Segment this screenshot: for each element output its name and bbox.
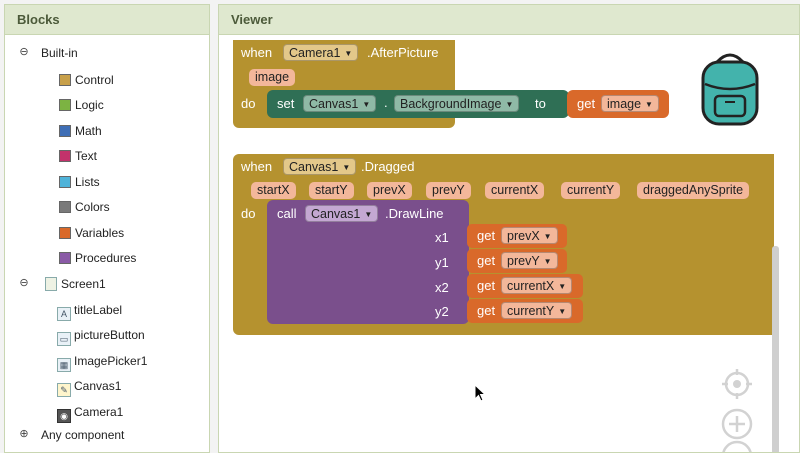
blocks-panel: Blocks ⊖ Built-in Control Logic Math Tex… [4, 4, 210, 453]
variable-dropdown[interactable]: currentX▼ [501, 277, 573, 294]
call-block-drawline[interactable]: call Canvas1▼ .DrawLine x1 y1 x2 y2 [267, 200, 469, 324]
event-param[interactable]: startX [251, 182, 296, 199]
builtin-label: Built-in [41, 46, 78, 60]
backpack-icon[interactable] [697, 48, 763, 128]
event-param-image[interactable]: image [249, 69, 296, 86]
event-param[interactable]: prevY [426, 182, 471, 199]
screen-icon [45, 277, 57, 291]
procedures-swatch-icon [59, 252, 71, 264]
component-dropdown[interactable]: Canvas1▼ [283, 158, 357, 175]
lists-swatch-icon [59, 176, 71, 188]
drawer-variables[interactable]: Variables [59, 223, 124, 243]
get-block-currenty[interactable]: get currentY▼ [467, 299, 583, 323]
camera-icon: ◉ [57, 409, 71, 423]
variable-dropdown[interactable]: prevX▼ [501, 227, 558, 244]
chevron-down-icon: ▼ [344, 49, 353, 58]
drawer-control[interactable]: Control [59, 70, 114, 90]
blocks-workspace[interactable]: when Camera1▼ .AfterPicture image do set… [219, 36, 799, 453]
component-dropdown[interactable]: Canvas1▼ [305, 205, 379, 222]
chevron-down-icon: ▼ [645, 100, 653, 109]
expand-icon[interactable]: ⊕ [19, 428, 29, 440]
control-swatch-icon [59, 74, 71, 86]
chevron-down-icon: ▼ [364, 210, 373, 219]
chevron-down-icon: ▼ [543, 257, 552, 266]
drawer-logic[interactable]: Logic [59, 95, 104, 115]
workspace-scrollbar[interactable] [772, 246, 779, 452]
event-param[interactable]: currentX [485, 182, 545, 199]
logic-swatch-icon [59, 99, 71, 111]
variable-dropdown[interactable]: prevY▼ [501, 252, 558, 269]
drawer-colors[interactable]: Colors [59, 197, 110, 217]
text-swatch-icon [59, 150, 71, 162]
canvas-icon: ✎ [57, 383, 71, 397]
drawer-lists[interactable]: Lists [59, 172, 100, 192]
image-picker-icon: ▦ [57, 358, 71, 372]
drawer-text[interactable]: Text [59, 146, 97, 166]
zoom-in-icon[interactable] [721, 408, 753, 440]
get-block-currentx[interactable]: get currentX▼ [467, 274, 583, 298]
set-block[interactable]: set Canvas1▼ . BackgroundImage▼ to [267, 90, 569, 118]
drawer-procedures[interactable]: Procedures [59, 248, 136, 268]
label-icon: A [57, 307, 71, 321]
blocks-panel-title: Blocks [5, 5, 209, 35]
event-param[interactable]: startY [309, 182, 354, 199]
variable-dropdown[interactable]: currentY▼ [501, 302, 573, 319]
component-camera1[interactable]: ◉Camera1 [57, 402, 123, 423]
event-param[interactable]: currentY [561, 182, 621, 199]
variables-swatch-icon [59, 227, 71, 239]
get-block-prevx[interactable]: get prevX▼ [467, 224, 567, 248]
math-swatch-icon [59, 125, 71, 137]
property-dropdown[interactable]: BackgroundImage▼ [394, 95, 520, 112]
event-param[interactable]: draggedAnySprite [637, 182, 750, 199]
button-icon: ▭ [57, 332, 71, 346]
collapse-icon[interactable]: ⊖ [19, 46, 29, 58]
component-canvas1[interactable]: ✎Canvas1 [57, 376, 121, 397]
component-imagepicker1[interactable]: ▦ImagePicker1 [57, 351, 147, 372]
collapse-icon[interactable]: ⊖ [19, 277, 29, 289]
zoom-out-icon[interactable] [721, 440, 753, 453]
chevron-down-icon: ▼ [505, 100, 514, 109]
viewer-panel: Viewer when Camera1▼ .AfterPicture image… [218, 4, 800, 453]
drawer-math[interactable]: Math [59, 121, 102, 141]
chevron-down-icon: ▼ [558, 282, 567, 291]
get-block-image[interactable]: get image▼ [567, 90, 669, 118]
get-block-prevy[interactable]: get prevY▼ [467, 249, 567, 273]
component-dropdown[interactable]: Camera1▼ [283, 44, 359, 61]
chevron-down-icon: ▼ [543, 232, 552, 241]
component-picturebutton[interactable]: ▭pictureButton [57, 325, 145, 346]
chevron-down-icon: ▼ [342, 163, 351, 172]
variable-dropdown[interactable]: image▼ [601, 95, 659, 112]
mouse-cursor-icon [474, 384, 486, 402]
viewer-title: Viewer [219, 5, 799, 35]
colors-swatch-icon [59, 201, 71, 213]
event-param[interactable]: prevX [367, 182, 412, 199]
chevron-down-icon: ▼ [558, 307, 567, 316]
recenter-icon[interactable] [721, 368, 753, 400]
chevron-down-icon: ▼ [362, 100, 371, 109]
component-dropdown[interactable]: Canvas1▼ [303, 95, 377, 112]
